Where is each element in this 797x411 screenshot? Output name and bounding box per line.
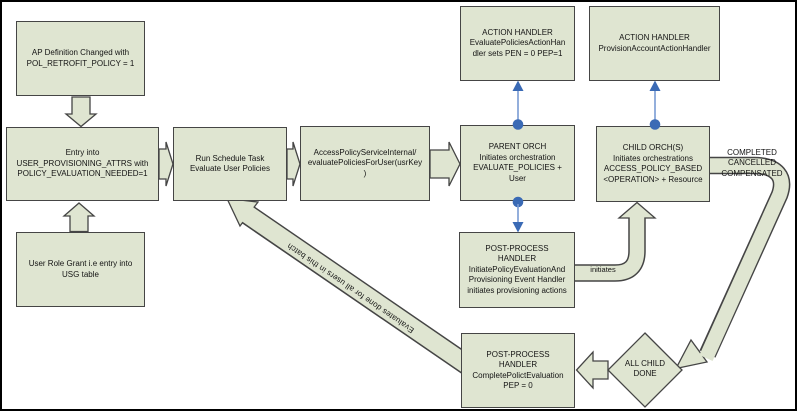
node-ap-definition: AP Definition Changed with POL_RETROFIT_… [16,21,145,96]
node-post-process-initiate: POST-PROCESS HANDLER InitiatePolicyEvalu… [459,232,575,308]
arrow-left-diamond-to-postprocess-icon [575,350,609,390]
node-post-process-complete: POST-PROCESS HANDLER CompletePolictEvalu… [461,333,575,408]
arrow-elbow-initiates-icon [568,201,657,282]
node-parent-orch: PARENT ORCH Initiates orchestration EVAL… [460,125,575,201]
node-action-handler-provision-account: ACTION HANDLER ProvisionAccountActionHan… [589,6,720,81]
label-initiates: initiates [590,265,616,274]
arrow-down-ap-to-entry-icon [64,96,98,128]
node-access-policy-service: AccessPolicyServiceInternal/ evaluatePol… [300,126,430,201]
node-entry-into-user-provisioning-attrs: Entry into USER_PROVISIONING_ATTRS with … [6,127,159,201]
arrow-right-entry-to-schedule-icon [158,141,174,187]
arrow-up-usg-to-entry-icon [62,202,96,233]
arrow-right-service-to-parent-icon [429,141,461,187]
diamond-all-child-done-label: ALL CHILD DONE [624,359,666,379]
diamond-all-child-done [607,332,683,408]
arrow-curved-childorch-to-diamond-icon [674,156,791,370]
connector-parent-to-postprocess-icon [512,196,524,233]
label-completed-cancelled-compensated: COMPLETED CANCELLED COMPENSATED [721,148,783,178]
node-child-orch: CHILD ORCH(S) Initiates orchestrations A… [596,126,710,202]
arrow-diagonal-evaluates-done-icon [225,197,479,378]
node-user-role-grant: User Role Grant i.e entry into USG table [16,232,145,307]
arrow-right-schedule-to-service-icon [286,141,301,187]
connector-parent-to-action-handler-icon [512,80,524,130]
node-run-schedule-task: Run Schedule Task Evaluate User Policies [173,127,287,201]
node-action-handler-evaluate-policies: ACTION HANDLER EvaluatePoliciesActionHan… [460,6,575,81]
connector-child-to-action-handler-icon [649,80,661,130]
